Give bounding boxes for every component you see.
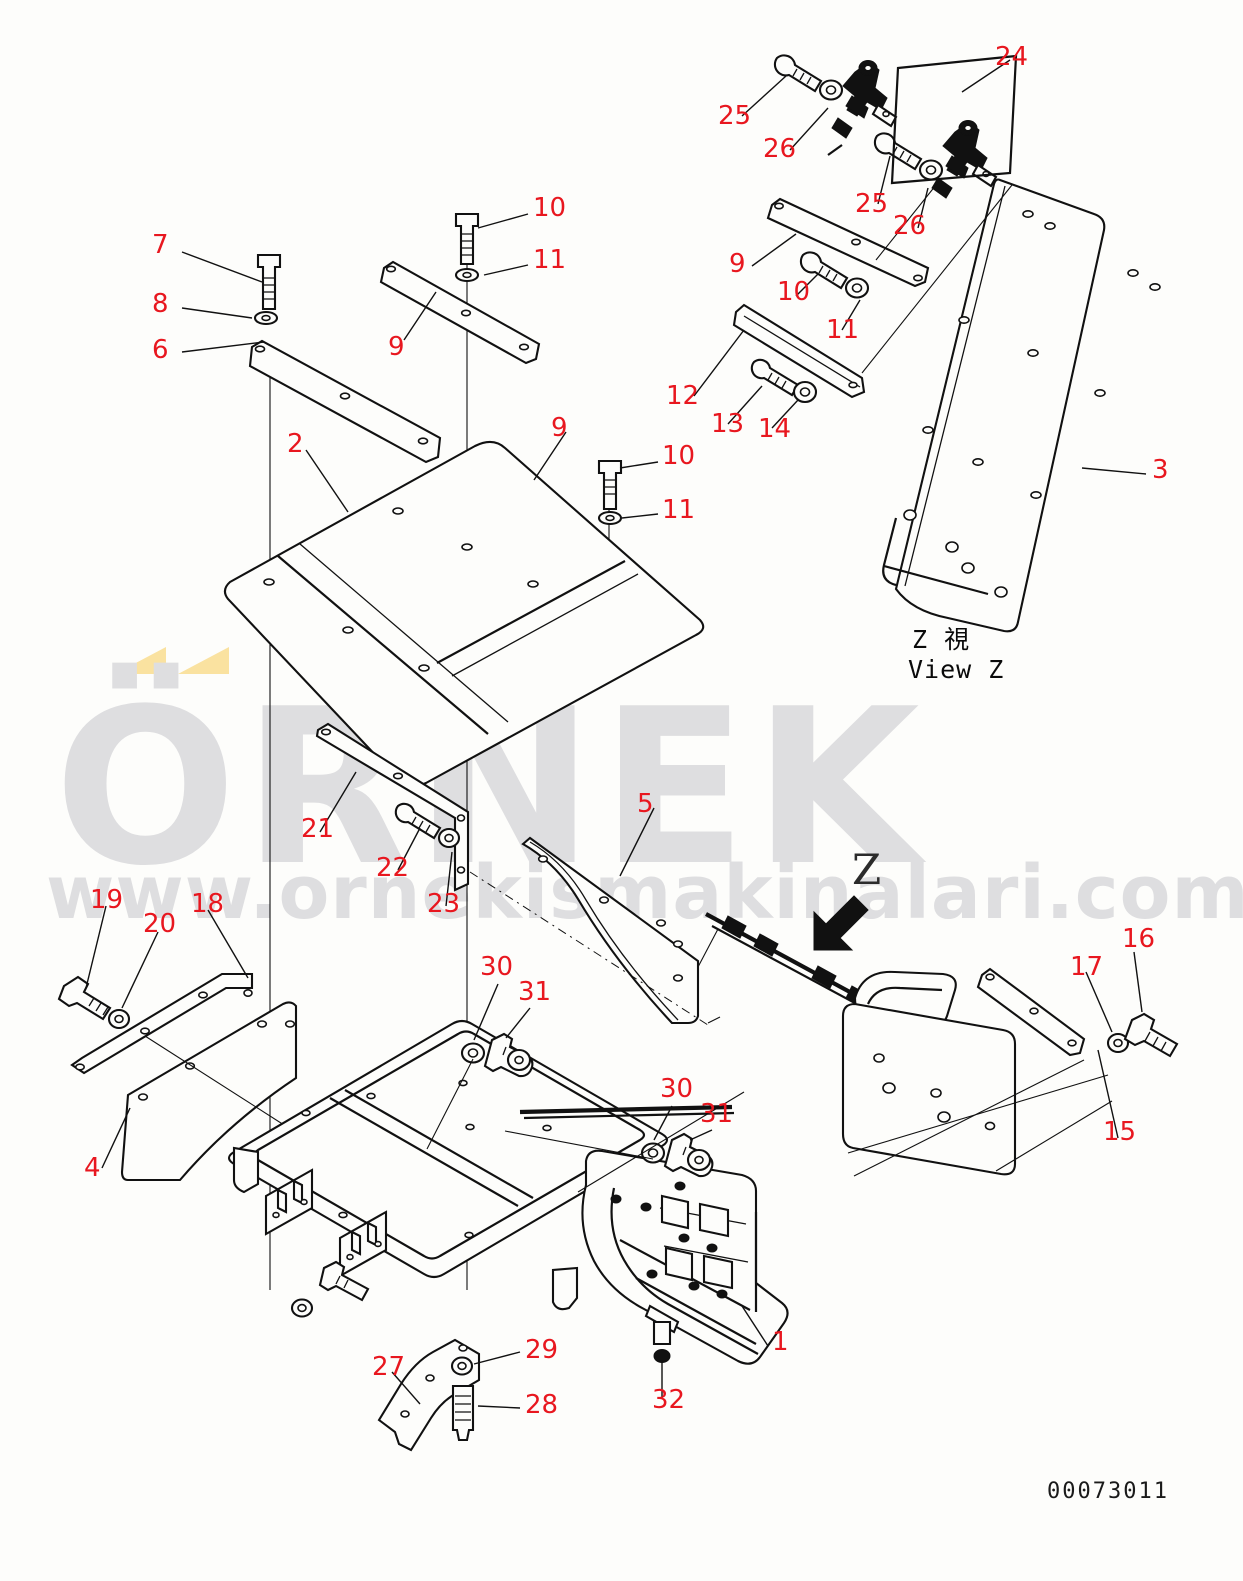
callout-25: 25 xyxy=(718,101,751,131)
frame-bolt-washer-left xyxy=(290,1260,370,1318)
part-11b-washer xyxy=(597,510,623,526)
part-1-step-guard xyxy=(581,1149,789,1365)
callout-31: 31 xyxy=(518,977,551,1007)
callout-9: 9 xyxy=(388,332,405,362)
callout-10b: 10 xyxy=(662,441,695,471)
callout-11c: 11 xyxy=(826,315,859,345)
license-plate-panel xyxy=(841,1002,1017,1176)
callout-26: 26 xyxy=(763,134,796,164)
part-24-panel-outline xyxy=(890,54,1018,185)
part-23-washer xyxy=(437,827,461,849)
callout-leader-lines xyxy=(85,59,1147,1409)
part-9-flat-bar-upper xyxy=(379,260,541,365)
part-11c-washer xyxy=(844,277,870,299)
part-22-bolt xyxy=(394,802,442,840)
callout-28: 28 xyxy=(525,1390,558,1420)
part-10b-bolt xyxy=(597,459,623,511)
projection-lines xyxy=(426,179,1113,1193)
callout-11: 11 xyxy=(533,245,566,275)
part-21-bracket-angle xyxy=(315,722,470,892)
part-32-stud xyxy=(652,1320,672,1346)
part-18-bracket-angle xyxy=(70,972,254,1075)
callout-11b: 11 xyxy=(662,495,695,525)
callout-7: 7 xyxy=(152,230,169,260)
part-14-washer xyxy=(792,380,818,404)
part-26-washer-a xyxy=(818,79,844,101)
part-2-fender-plate xyxy=(223,440,705,787)
callout-19: 19 xyxy=(90,885,123,915)
part-12-rod-shaft xyxy=(732,303,866,399)
plate-assembly-line-b xyxy=(847,1074,1109,1154)
callout-26b: 26 xyxy=(893,211,926,241)
callout-9b: 9 xyxy=(551,413,568,443)
part-5-assembly-dash xyxy=(469,871,709,1026)
part-6-bracket-angle xyxy=(248,339,442,464)
part-13-bolt xyxy=(750,358,800,397)
view-note-english: View Z xyxy=(908,655,1004,684)
part-9c-flat-bar-viewz xyxy=(766,197,930,288)
callout-17: 17 xyxy=(1070,952,1103,982)
callout-22: 22 xyxy=(376,853,409,883)
part-4-assembly-line xyxy=(144,1035,296,1133)
callout-32: 32 xyxy=(652,1385,685,1415)
callout-5: 5 xyxy=(637,789,654,819)
part-15-plate-bar xyxy=(976,967,1086,1057)
callout-27: 27 xyxy=(372,1352,405,1382)
callout-6: 6 xyxy=(152,335,169,365)
watermark-accent-triangles xyxy=(115,647,229,674)
view-direction-marker-z: Z xyxy=(852,845,881,894)
part-31-bolt-a xyxy=(483,1032,534,1078)
callout-29: 29 xyxy=(525,1335,558,1365)
callout-3: 3 xyxy=(1152,455,1169,485)
callout-9c: 9 xyxy=(729,249,746,279)
callout-25b: 25 xyxy=(855,189,888,219)
callout-30b: 30 xyxy=(660,1074,693,1104)
callout-4: 4 xyxy=(84,1153,101,1183)
part-7-bolt xyxy=(256,253,282,311)
callout-30: 30 xyxy=(480,952,513,982)
part-8-washer xyxy=(253,310,279,326)
callout-12: 12 xyxy=(666,381,699,411)
callout-23: 23 xyxy=(427,889,460,919)
part-4-side-fender-panel xyxy=(120,1001,298,1182)
callout-10: 10 xyxy=(533,193,566,223)
drawing-number: 00073011 xyxy=(1047,1479,1169,1504)
part-25b-bolt-b xyxy=(873,132,923,171)
main-frame-assembly xyxy=(227,1019,735,1311)
part-3-mudguard-panel xyxy=(882,178,1161,633)
callout-15: 15 xyxy=(1103,1117,1136,1147)
callout-18: 18 xyxy=(191,889,224,919)
part-19-bolt xyxy=(57,975,112,1021)
callout-31b: 31 xyxy=(700,1099,733,1129)
part-29-washer xyxy=(450,1356,474,1376)
callout-10c: 10 xyxy=(777,277,810,307)
callout-1: 1 xyxy=(772,1327,789,1357)
view-note-japanese: Z 視 xyxy=(912,625,970,654)
part-20-washer xyxy=(107,1008,131,1030)
callout-13: 13 xyxy=(711,409,744,439)
plate-assembly-line-a xyxy=(853,1059,1085,1177)
callout-21: 21 xyxy=(301,814,334,844)
callout-24: 24 xyxy=(995,42,1028,72)
part-30-washer-a xyxy=(460,1042,486,1064)
view-direction-arrow-z xyxy=(813,895,869,951)
callout-16: 16 xyxy=(1122,924,1155,954)
part-17-washer xyxy=(1106,1032,1130,1054)
callout-14: 14 xyxy=(758,414,791,444)
callout-20: 20 xyxy=(143,909,176,939)
part-10-bolt xyxy=(454,212,480,266)
part-10c-bolt xyxy=(799,251,849,290)
part-25-bolt-a xyxy=(773,54,823,93)
part-28-bolt xyxy=(451,1384,475,1442)
part-24-latch-assembly-a xyxy=(827,60,898,156)
part-16-bolt xyxy=(1123,1012,1179,1058)
part-11-washer xyxy=(454,267,480,283)
callout-2: 2 xyxy=(287,429,304,459)
part-31b-bolt-b xyxy=(663,1132,714,1178)
callout-8: 8 xyxy=(152,289,169,319)
